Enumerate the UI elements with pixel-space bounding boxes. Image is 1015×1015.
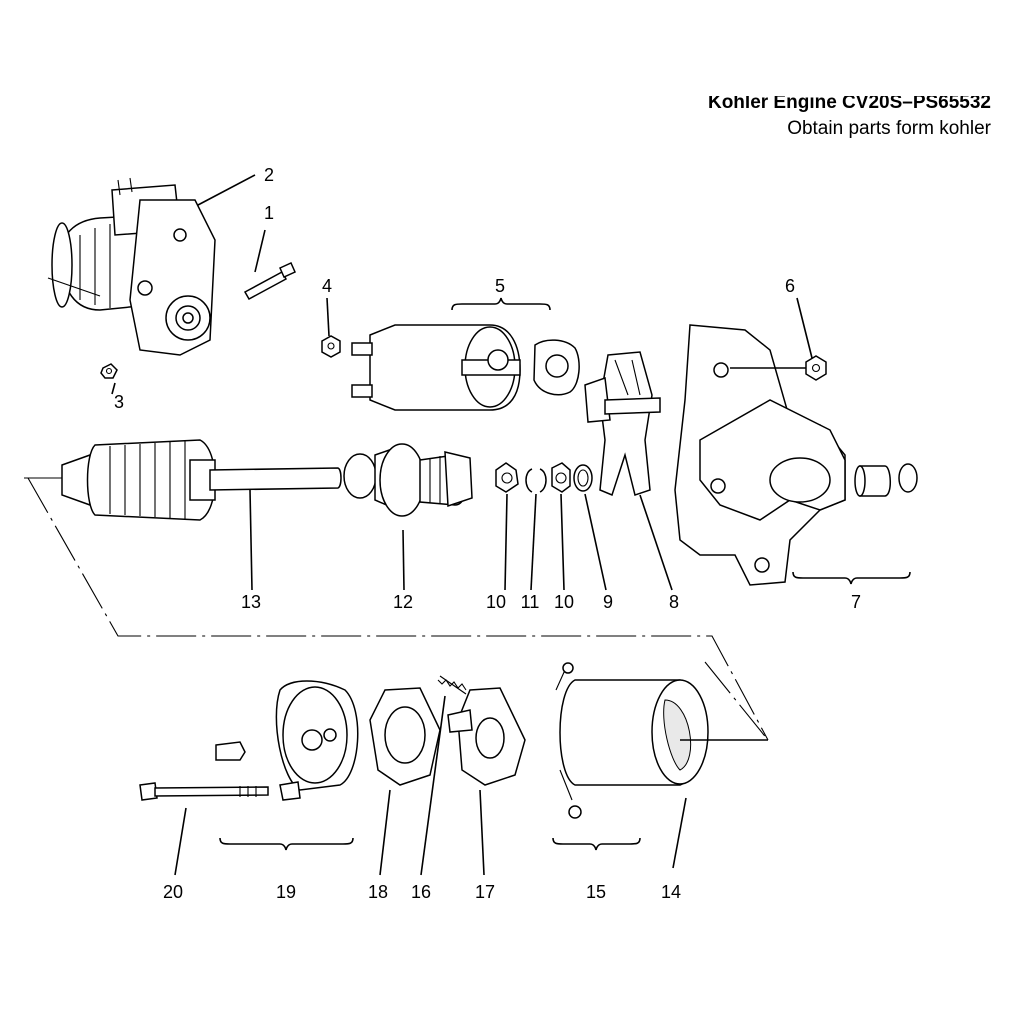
callout-labels: 1 2 3 4 5 6 7 8 9 10 11 10 12 13 14 15 1… (114, 165, 861, 902)
frame-15-drawing (555, 662, 709, 819)
callout-18: 18 (368, 882, 388, 902)
callout-10b: 10 (554, 592, 574, 612)
callout-13: 13 (241, 592, 261, 612)
callout-17: 17 (475, 882, 495, 902)
callout-4: 4 (322, 276, 332, 296)
armature-13-drawing (61, 439, 342, 521)
drive-12-drawing (343, 443, 473, 517)
through-bolt-20-drawing (139, 782, 269, 801)
callout-2: 2 (264, 165, 274, 185)
solenoid-5-drawing (351, 324, 580, 411)
callout-15: 15 (586, 882, 606, 902)
callout-7: 7 (851, 592, 861, 612)
drive-end-housing-7-drawing (674, 324, 918, 586)
diagram-title: Kohler Engine CV20S–PS65532 (707, 92, 991, 113)
callout-9: 9 (603, 592, 613, 612)
group-brackets (219, 297, 911, 851)
leader-lines (111, 174, 813, 876)
nut-3-drawing (100, 363, 118, 379)
callout-20: 20 (163, 882, 183, 902)
callout-5: 5 (495, 276, 505, 296)
callout-3: 3 (114, 392, 124, 412)
callout-8: 8 (669, 592, 679, 612)
bolt-1-drawing (243, 262, 296, 301)
end-plate-19-drawing (215, 680, 359, 801)
nut-6-drawing (805, 355, 827, 381)
callout-14: 14 (661, 882, 681, 902)
callout-11: 11 (521, 592, 540, 612)
callout-6: 6 (785, 276, 795, 296)
brush-holder-17-drawing (447, 687, 526, 786)
diagram-subtitle: Obtain parts form kohler (787, 118, 991, 139)
brush-plate-18-drawing (369, 687, 441, 786)
callout-12: 12 (393, 592, 413, 612)
callout-16: 16 (411, 882, 431, 902)
callout-10a: 10 (486, 592, 506, 612)
nut-4-drawing (321, 335, 341, 358)
callout-19: 19 (276, 882, 296, 902)
washers-drawing (495, 462, 593, 493)
assembly-center-line (24, 477, 769, 741)
callout-1: 1 (264, 203, 274, 223)
starter-assembly-drawing (47, 177, 216, 356)
spring-16-drawing (437, 675, 467, 695)
fork-8-drawing (584, 351, 661, 497)
